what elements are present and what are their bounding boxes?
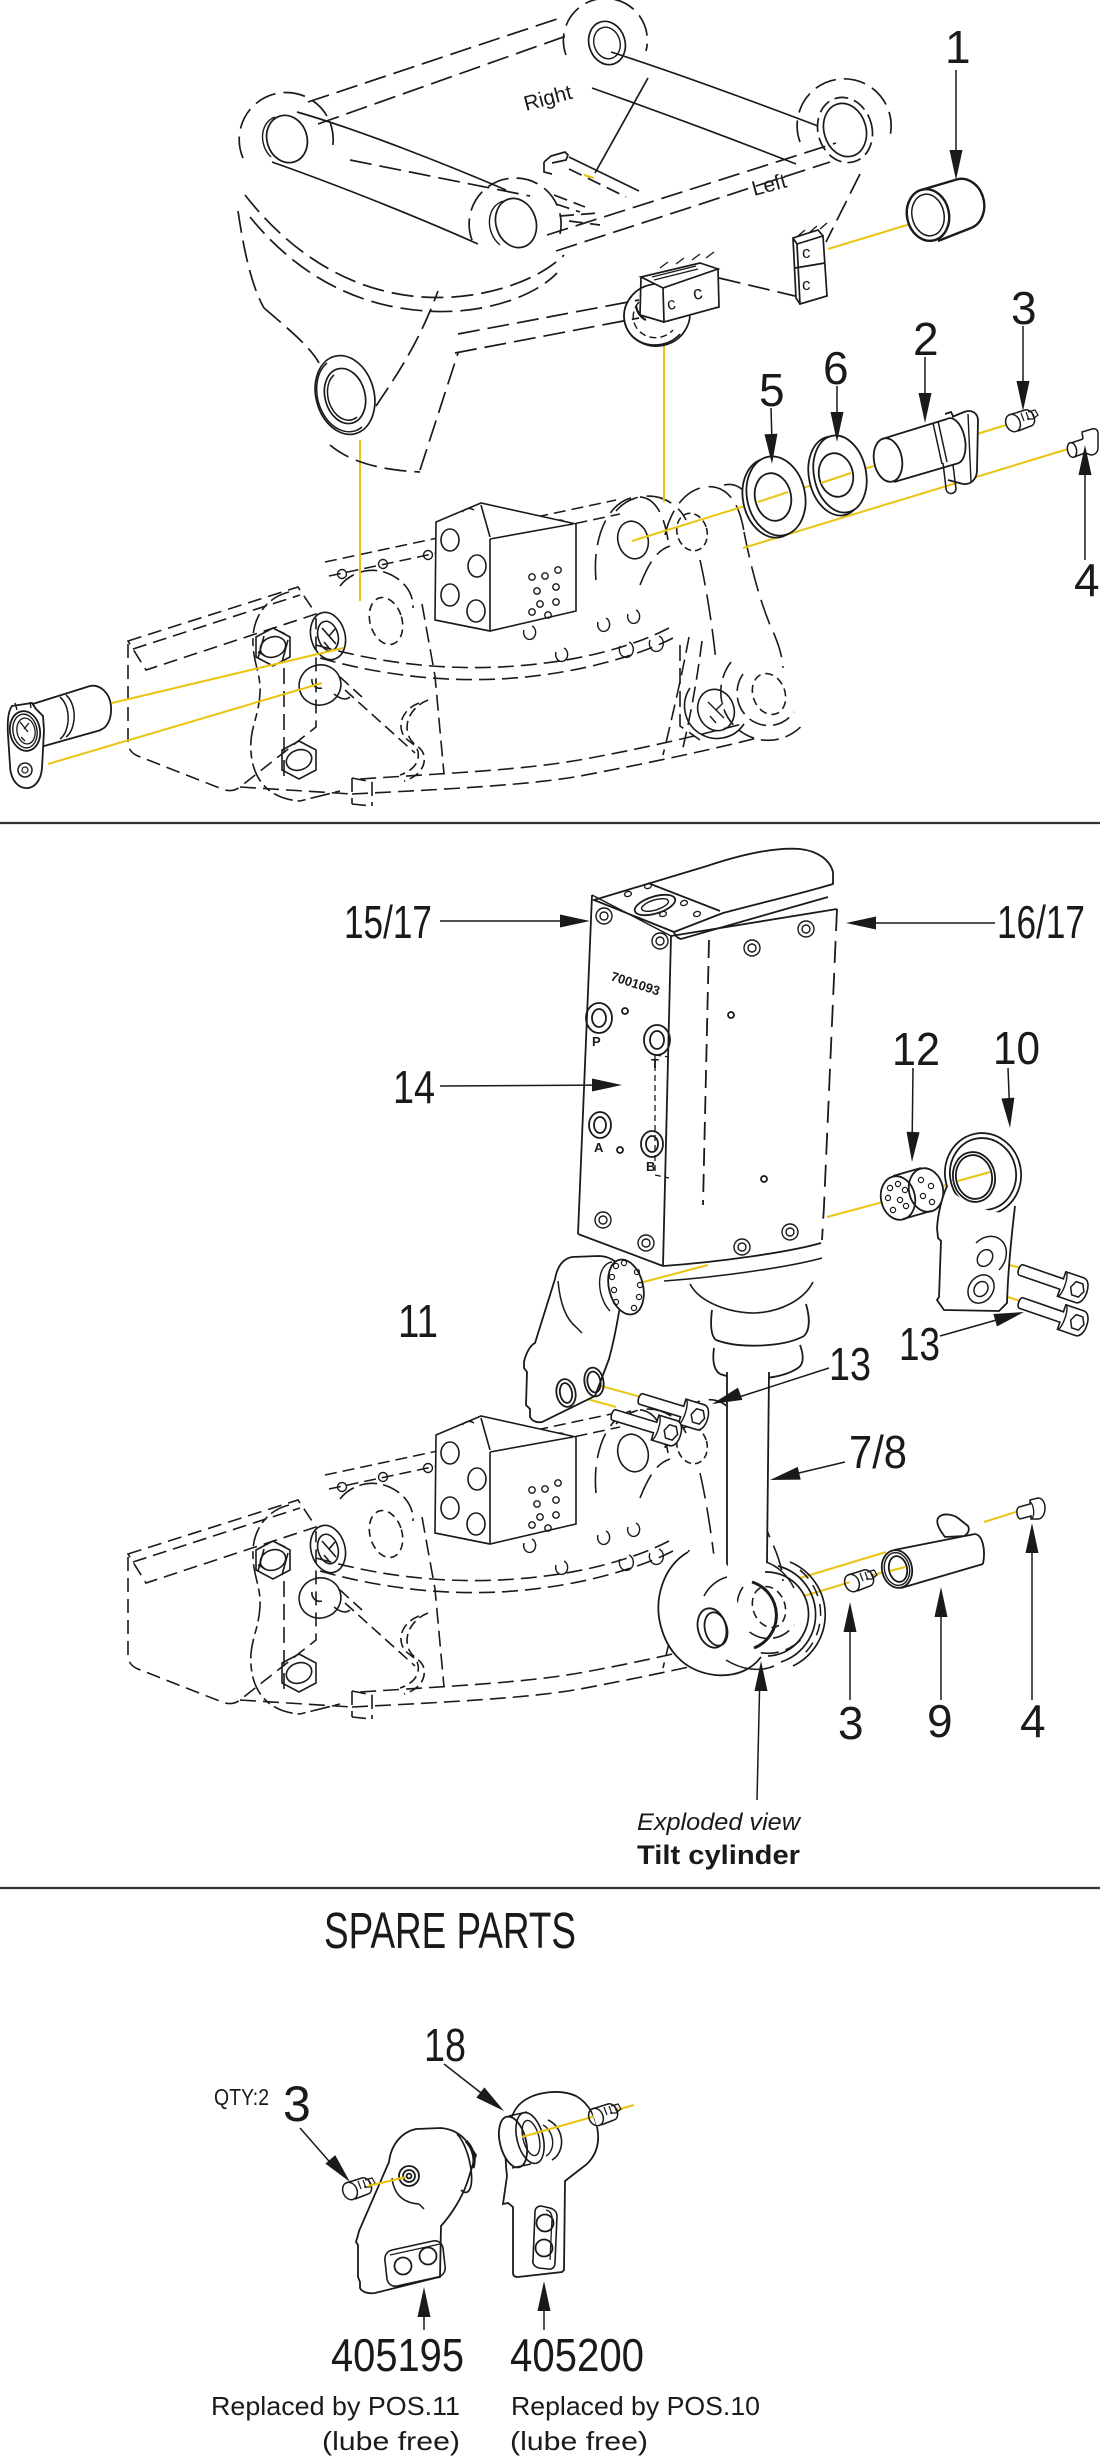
svg-text:SPARE PARTS: SPARE PARTS <box>324 1902 576 1959</box>
svg-text:13: 13 <box>899 1318 940 1370</box>
svg-text:14: 14 <box>393 1061 435 1113</box>
svg-text:405195: 405195 <box>331 2329 464 2381</box>
svg-text:A: A <box>594 1140 604 1155</box>
svg-text:Replaced by POS.10: Replaced by POS.10 <box>511 2391 760 2421</box>
svg-text:c: c <box>802 275 811 294</box>
svg-text:B: B <box>646 1159 655 1174</box>
svg-text:5: 5 <box>759 364 785 416</box>
svg-text:P: P <box>592 1034 601 1049</box>
svg-text:(lube free): (lube free) <box>510 2426 648 2456</box>
svg-text:15/17: 15/17 <box>344 896 432 948</box>
svg-text:12: 12 <box>892 1023 940 1075</box>
svg-text:7/8: 7/8 <box>849 1426 907 1478</box>
svg-text:2: 2 <box>913 313 939 365</box>
svg-text:18: 18 <box>424 2019 466 2071</box>
svg-text:3: 3 <box>1011 282 1037 334</box>
svg-text:4: 4 <box>1074 554 1100 606</box>
svg-text:13: 13 <box>829 1338 871 1390</box>
svg-text:9: 9 <box>927 1695 953 1747</box>
svg-text:405200: 405200 <box>510 2329 644 2381</box>
svg-text:c: c <box>691 283 704 305</box>
svg-text:QTY:2: QTY:2 <box>214 2084 269 2110</box>
svg-text:16/17: 16/17 <box>997 896 1085 948</box>
svg-text:4: 4 <box>1020 1695 1046 1747</box>
svg-text:10: 10 <box>993 1022 1040 1074</box>
svg-text:1: 1 <box>945 21 971 73</box>
svg-text:Tilt cylinder: Tilt cylinder <box>637 1840 801 1870</box>
svg-text:3: 3 <box>283 2076 311 2132</box>
svg-text:c: c <box>802 243 811 262</box>
svg-text:T: T <box>651 1056 659 1071</box>
svg-text:Replaced by POS.11: Replaced by POS.11 <box>211 2391 460 2421</box>
svg-text:11: 11 <box>398 1295 438 1347</box>
svg-text:c: c <box>665 294 677 314</box>
svg-text:3: 3 <box>838 1697 864 1749</box>
svg-text:Exploded view: Exploded view <box>637 1809 802 1836</box>
svg-text:(lube free): (lube free) <box>322 2426 460 2456</box>
svg-text:6: 6 <box>823 342 849 394</box>
